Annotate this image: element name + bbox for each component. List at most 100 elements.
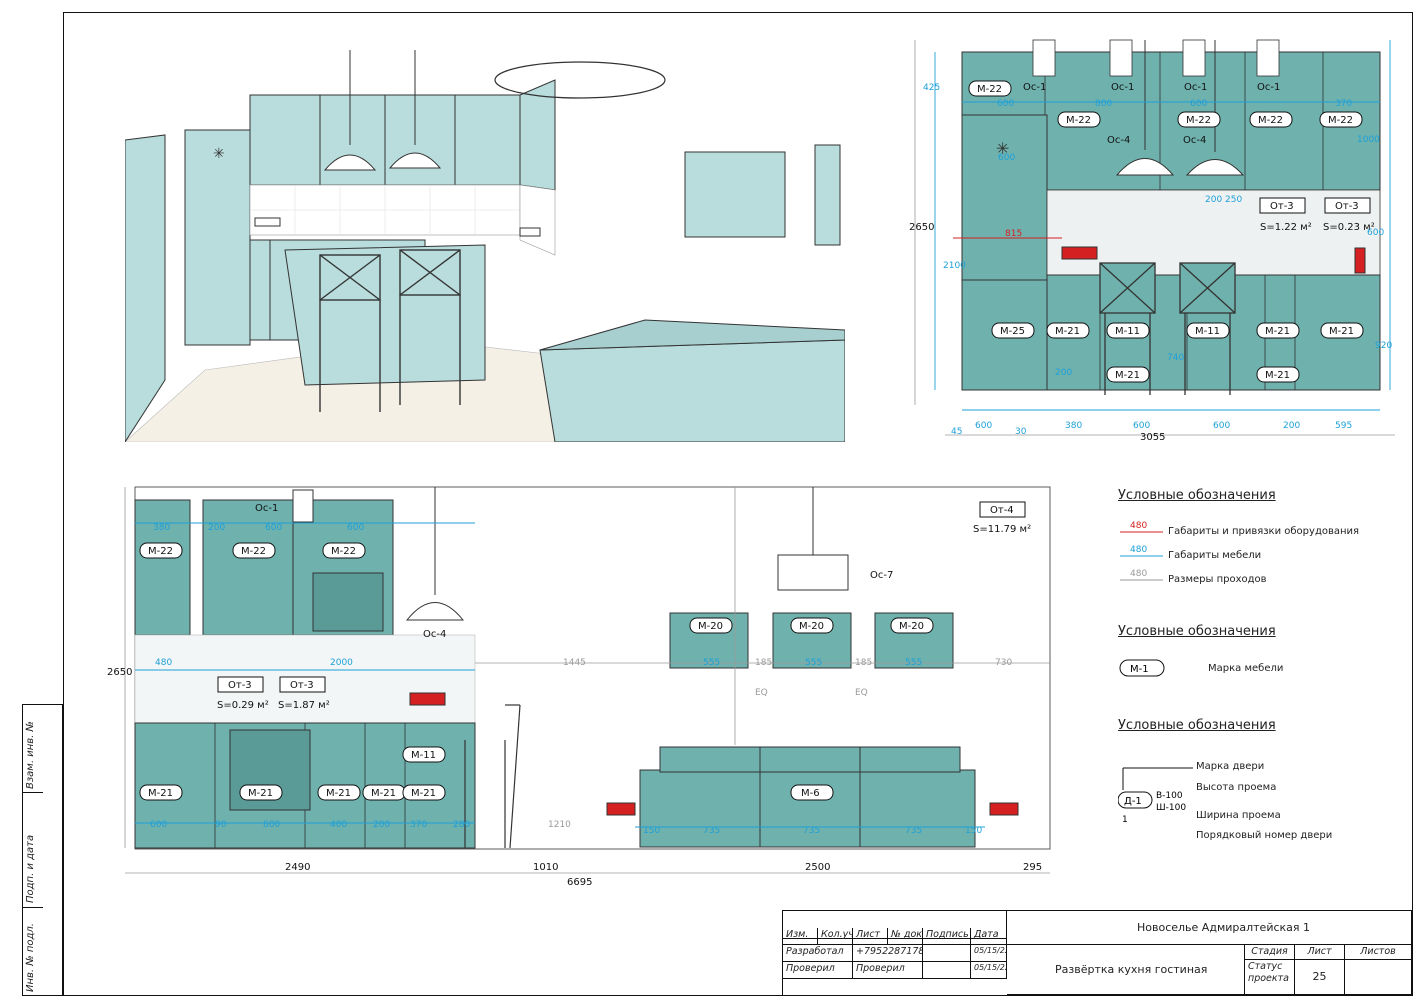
svg-text:М-21: М-21 bbox=[1265, 370, 1290, 381]
svg-text:М-22: М-22 bbox=[1066, 115, 1091, 126]
svg-text:920: 920 bbox=[1375, 341, 1392, 351]
svg-text:200: 200 bbox=[373, 820, 390, 830]
svg-text:200: 200 bbox=[1055, 368, 1072, 378]
tag-m22-d: М-22 bbox=[1249, 111, 1293, 128]
svg-text:555: 555 bbox=[805, 658, 822, 668]
legend-panel: Условные обозначения 480 480 480 Габарит… bbox=[1118, 488, 1360, 841]
tag-main-m21-c: М-21 bbox=[317, 784, 361, 801]
svg-text:555: 555 bbox=[703, 658, 720, 668]
svg-text:735: 735 bbox=[703, 826, 720, 836]
side-stamp-strip: Взам. инв. № Подп. и дата Инв. № подл. bbox=[22, 704, 63, 996]
tag-main-m22-b: М-22 bbox=[232, 542, 276, 559]
svg-text:380: 380 bbox=[1065, 421, 1082, 431]
svg-text:295: 295 bbox=[1023, 862, 1042, 873]
svg-text:М-21: М-21 bbox=[1265, 326, 1290, 337]
svg-text:480: 480 bbox=[1130, 569, 1147, 579]
tag-m11-a: М-11 bbox=[1106, 322, 1150, 339]
svg-text:✳: ✳ bbox=[213, 146, 225, 162]
svg-text:2000: 2000 bbox=[330, 658, 353, 668]
svg-text:595: 595 bbox=[1335, 421, 1352, 431]
tag-m22-e: М-22 bbox=[1319, 111, 1363, 128]
svg-text:2650: 2650 bbox=[909, 222, 934, 233]
svg-text:600: 600 bbox=[1190, 99, 1207, 109]
legend-title-dims: Условные обозначения bbox=[1118, 488, 1276, 503]
tag-main-m21-e: М-21 bbox=[402, 784, 446, 801]
svg-text:М-22: М-22 bbox=[241, 546, 266, 557]
tag-m22-b: М-22 bbox=[1057, 111, 1101, 128]
svg-text:М-21: М-21 bbox=[371, 788, 396, 799]
svg-text:М-21: М-21 bbox=[248, 788, 273, 799]
svg-text:✳: ✳ bbox=[996, 139, 1009, 158]
svg-text:М-1: М-1 bbox=[1130, 664, 1149, 675]
svg-text:1: 1 bbox=[1122, 815, 1128, 825]
svg-text:S=0.23 м²: S=0.23 м² bbox=[1323, 222, 1375, 233]
tag-m22-a: М-22 bbox=[968, 80, 1012, 97]
legend-door-sample: Д-1 В-100 Ш-100 1 bbox=[1118, 767, 1193, 825]
svg-text:М-20: М-20 bbox=[899, 621, 924, 632]
svg-text:600: 600 bbox=[263, 820, 280, 830]
svg-text:600: 600 bbox=[998, 153, 1015, 163]
svg-text:1210: 1210 bbox=[548, 820, 571, 830]
svg-text:600: 600 bbox=[1213, 421, 1230, 431]
svg-text:М-20: М-20 bbox=[799, 621, 824, 632]
svg-text:М-21: М-21 bbox=[326, 788, 351, 799]
svg-text:В-100: В-100 bbox=[1156, 791, 1183, 801]
svg-text:От-3: От-3 bbox=[1335, 201, 1359, 212]
tag-m21-e: М-21 bbox=[1256, 366, 1300, 383]
tag-oc1-a: Ос-1 bbox=[1023, 82, 1046, 93]
tag-m21-d: М-21 bbox=[1320, 322, 1364, 339]
svg-text:М-22: М-22 bbox=[331, 546, 356, 557]
svg-text:S=11.79 м²: S=11.79 м² bbox=[973, 524, 1031, 535]
legend-title-doors: Условные обозначения bbox=[1118, 718, 1276, 733]
svg-text:2650: 2650 bbox=[107, 667, 132, 678]
tag-oc4-a: Ос-4 bbox=[1107, 135, 1130, 146]
tag-main-m6: М-6 bbox=[790, 784, 834, 801]
svg-text:370: 370 bbox=[1335, 99, 1352, 109]
tag-main-m20-b: М-20 bbox=[790, 617, 834, 634]
svg-text:480: 480 bbox=[1130, 521, 1147, 531]
tag-main-m22-a: М-22 bbox=[139, 542, 183, 559]
legend-dim-samples: 480 480 480 bbox=[1120, 521, 1163, 581]
svg-text:Ш-100: Ш-100 bbox=[1156, 803, 1186, 813]
svg-text:370: 370 bbox=[410, 820, 427, 830]
tag-m21-c: М-21 bbox=[1256, 322, 1300, 339]
main-finish-a: От-3S=0.29 м² bbox=[217, 676, 269, 711]
svg-text:735: 735 bbox=[803, 826, 820, 836]
svg-text:М-22: М-22 bbox=[1186, 115, 1211, 126]
tag-oc1-c: Ос-1 bbox=[1184, 82, 1207, 93]
tag-main-m11: М-11 bbox=[402, 746, 446, 763]
legend-mark-sample: М-1 bbox=[1119, 659, 1165, 677]
svg-text:От-3: От-3 bbox=[290, 680, 314, 691]
svg-text:М-11: М-11 bbox=[411, 750, 436, 761]
svg-text:М-20: М-20 bbox=[698, 621, 723, 632]
svg-text:2500: 2500 bbox=[805, 862, 830, 873]
svg-text:600: 600 bbox=[975, 421, 992, 431]
svg-text:735: 735 bbox=[905, 826, 922, 836]
svg-text:2490: 2490 bbox=[285, 862, 310, 873]
svg-text:400: 400 bbox=[330, 820, 347, 830]
svg-text:М-11: М-11 bbox=[1195, 326, 1220, 337]
svg-text:150: 150 bbox=[643, 826, 660, 836]
svg-text:600: 600 bbox=[265, 523, 282, 533]
tag-oc1-b: Ос-1 bbox=[1111, 82, 1134, 93]
svg-text:М-11: М-11 bbox=[1115, 326, 1140, 337]
svg-text:S=1.87 м²: S=1.87 м² bbox=[278, 700, 330, 711]
stamp-sign-date: Подп. и дата bbox=[23, 793, 43, 908]
svg-text:425: 425 bbox=[923, 83, 940, 93]
svg-text:S=0.29 м²: S=0.29 м² bbox=[217, 700, 269, 711]
svg-text:380: 380 bbox=[153, 523, 170, 533]
svg-text:От-3: От-3 bbox=[228, 680, 252, 691]
svg-text:От-4: От-4 bbox=[990, 505, 1014, 516]
svg-text:2100: 2100 bbox=[943, 261, 966, 271]
main-finish-b: От-3S=1.87 м² bbox=[278, 676, 330, 711]
svg-text:От-3: От-3 bbox=[1270, 201, 1294, 212]
svg-text:185: 185 bbox=[755, 658, 772, 668]
svg-text:200: 200 bbox=[208, 523, 225, 533]
legend-title-marks: Условные обозначения bbox=[1118, 624, 1276, 639]
svg-text:М-21: М-21 bbox=[411, 788, 436, 799]
tag-main-m21-a: М-21 bbox=[139, 784, 183, 801]
svg-text:815: 815 bbox=[1005, 229, 1022, 239]
kitchen-perspective-sketch: ✳ bbox=[125, 40, 845, 442]
tag-m21-a: М-21 bbox=[1046, 322, 1090, 339]
tag-main-m20-c: М-20 bbox=[890, 617, 934, 634]
